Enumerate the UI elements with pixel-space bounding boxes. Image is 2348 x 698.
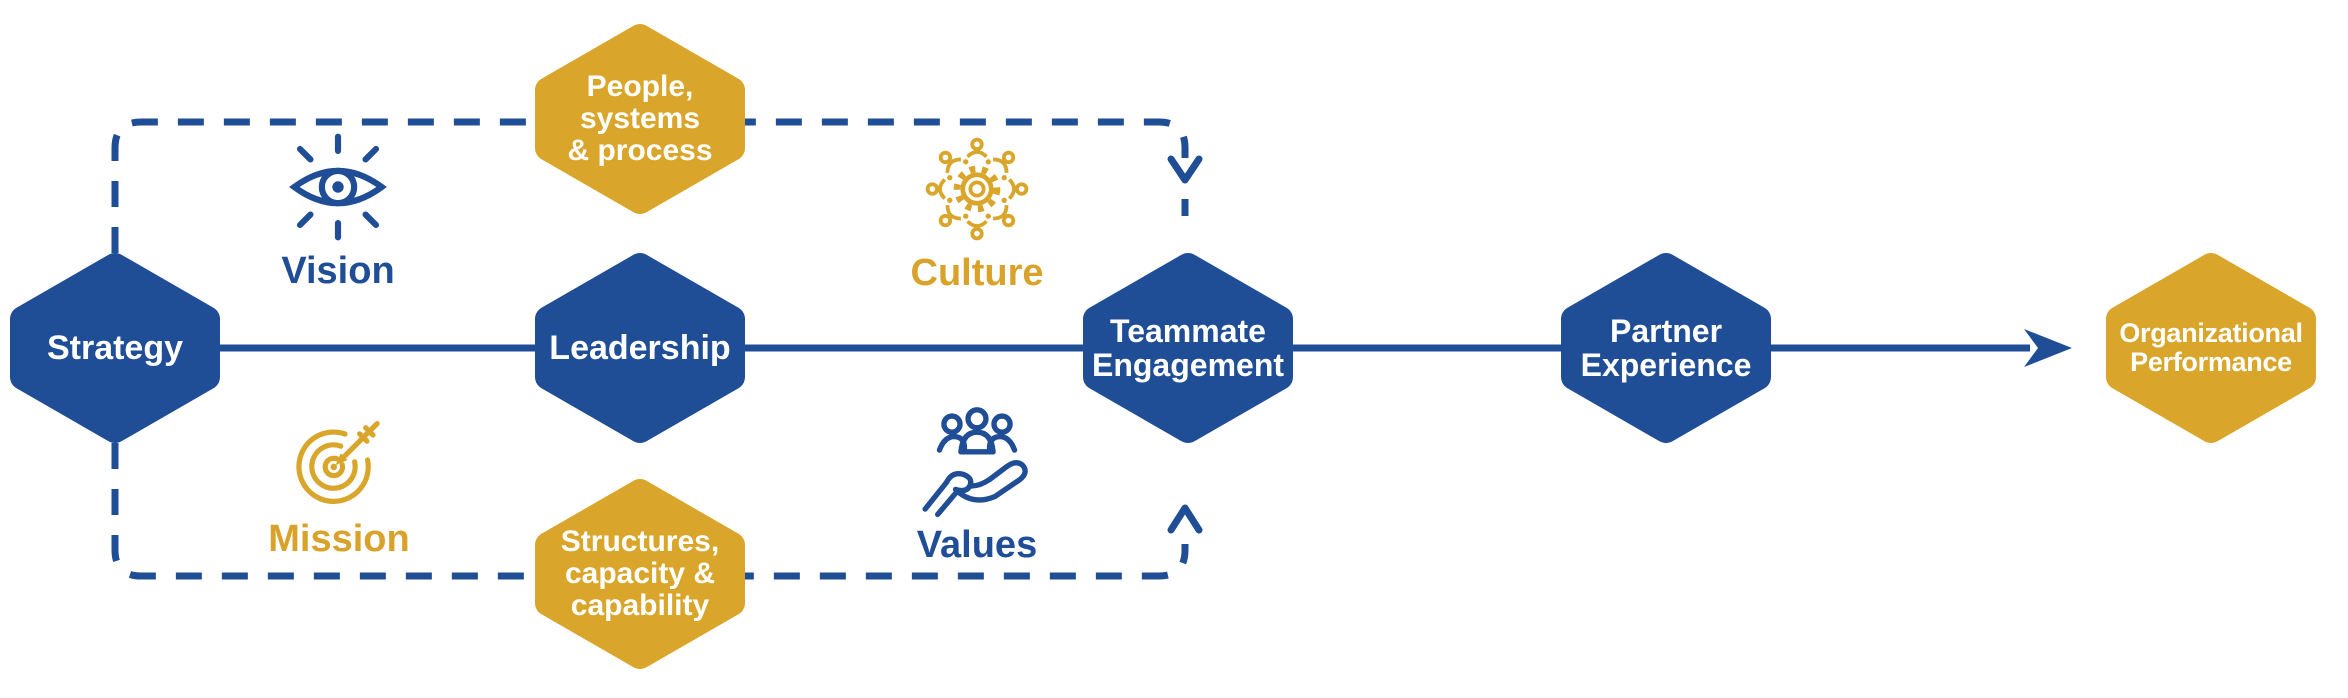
values-annotation: Values (902, 400, 1052, 564)
gear-people-network-icon (925, 137, 1029, 241)
hex-label-line: systems (579, 101, 701, 135)
eye-icon (289, 133, 387, 241)
hexagon-label: Structures, capacity & capability (534, 478, 746, 670)
hex-label-line: Structures, (560, 524, 720, 558)
hexagon-strategy: Strategy (9, 252, 221, 444)
mission-annotation: Mission (264, 408, 414, 558)
main-flow-arrowhead (2024, 329, 2072, 367)
hex-label-line: Teammate (1110, 312, 1266, 349)
hexagon-label: People, systems & process (534, 23, 746, 215)
hex-label-line: Organizational (2119, 318, 2303, 349)
hexagon-label: Partner Experience (1560, 252, 1772, 444)
hexagon-shape (535, 253, 745, 443)
vision-label: Vision (281, 250, 395, 292)
hex-label-line: Partner (1609, 312, 1723, 349)
values-label: Values (916, 524, 1038, 566)
hexagon-organizational-performance: Organizational Performance (2105, 252, 2317, 444)
hexagon-shape (2106, 253, 2316, 443)
hex-label-line: & process (567, 134, 713, 168)
mission-label: Mission (268, 518, 410, 560)
hand-holding-people-icon (922, 407, 1028, 518)
hex-label-line: capacity & (564, 556, 716, 590)
hexagon-label: Organizational Performance (2105, 252, 2317, 444)
hex-label-line: Experience (1580, 347, 1752, 383)
hex-label-line: capability (570, 589, 710, 623)
hexagon-shape (535, 479, 745, 669)
top-loop-arrowhead (1167, 155, 1203, 184)
hexagon-shape (10, 253, 220, 443)
hexagon-structures-capacity-capability: Structures, capacity & capability (534, 478, 746, 670)
hex-label-line: Leadership (549, 328, 731, 367)
hexagon-shape (1083, 253, 1293, 443)
hexagon-label: Leadership (534, 252, 746, 444)
hexagon-label: Teammate Engagement (1082, 252, 1294, 444)
hexagon-label: Strategy (9, 252, 221, 444)
vision-annotation: Vision (263, 130, 413, 290)
hex-label-line: Performance (2130, 347, 2292, 377)
culture-label: Culture (910, 252, 1044, 294)
hexagon-leadership: Leadership (534, 252, 746, 444)
hex-label-line: People, (586, 69, 694, 103)
hex-label-line: Engagement (1091, 347, 1285, 383)
bottom-loop-arrowhead (1167, 504, 1203, 534)
hexagon-shape (535, 24, 745, 214)
hex-label-line: Strategy (46, 328, 184, 367)
hexagon-partner-experience: Partner Experience (1560, 252, 1772, 444)
hexagon-teammate-engagement: Teammate Engagement (1082, 252, 1294, 444)
hexagon-shape (1561, 253, 1771, 443)
culture-annotation: Culture (902, 132, 1052, 292)
target-arrow-icon (296, 421, 380, 504)
hexagon-people-systems-process: People, systems & process (534, 23, 746, 215)
